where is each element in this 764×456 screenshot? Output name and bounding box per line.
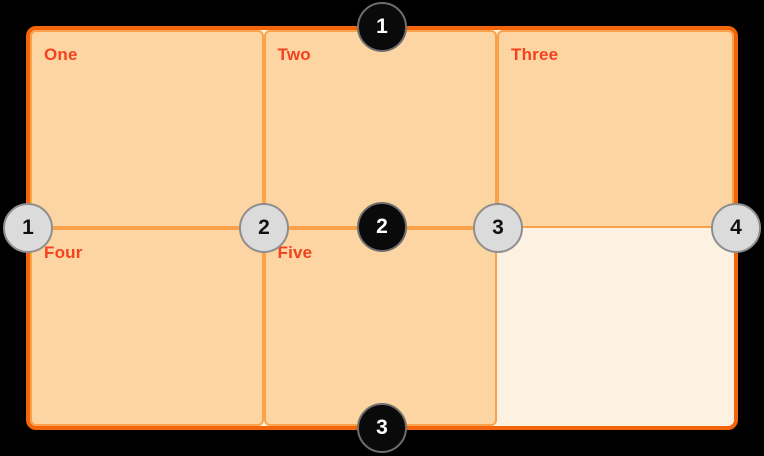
cell-label-one: One xyxy=(44,45,78,64)
column-line-marker-3: 3 xyxy=(473,203,523,253)
cell-label-three: Three xyxy=(511,45,559,64)
column-line-marker-2: 2 xyxy=(239,203,289,253)
cell-label-four: Four xyxy=(44,243,83,262)
cell-label-two: Two xyxy=(277,45,311,64)
row-line-marker-1: 1 xyxy=(357,2,407,52)
grid-cell-five: Five xyxy=(263,228,497,426)
grid-cell-two: Two xyxy=(263,30,497,228)
grid-cell-one: One xyxy=(30,30,264,228)
row-line-marker-2: 2 xyxy=(357,202,407,252)
grid-cell-three: Three xyxy=(497,30,734,228)
grid-container: One Two Three Four Five xyxy=(26,26,738,430)
cell-label-five: Five xyxy=(277,243,313,262)
row-line-marker-3: 3 xyxy=(357,403,407,453)
grid-cell-four: Four xyxy=(30,228,264,426)
column-line-marker-4: 4 xyxy=(711,203,761,253)
column-line-marker-1: 1 xyxy=(3,203,53,253)
